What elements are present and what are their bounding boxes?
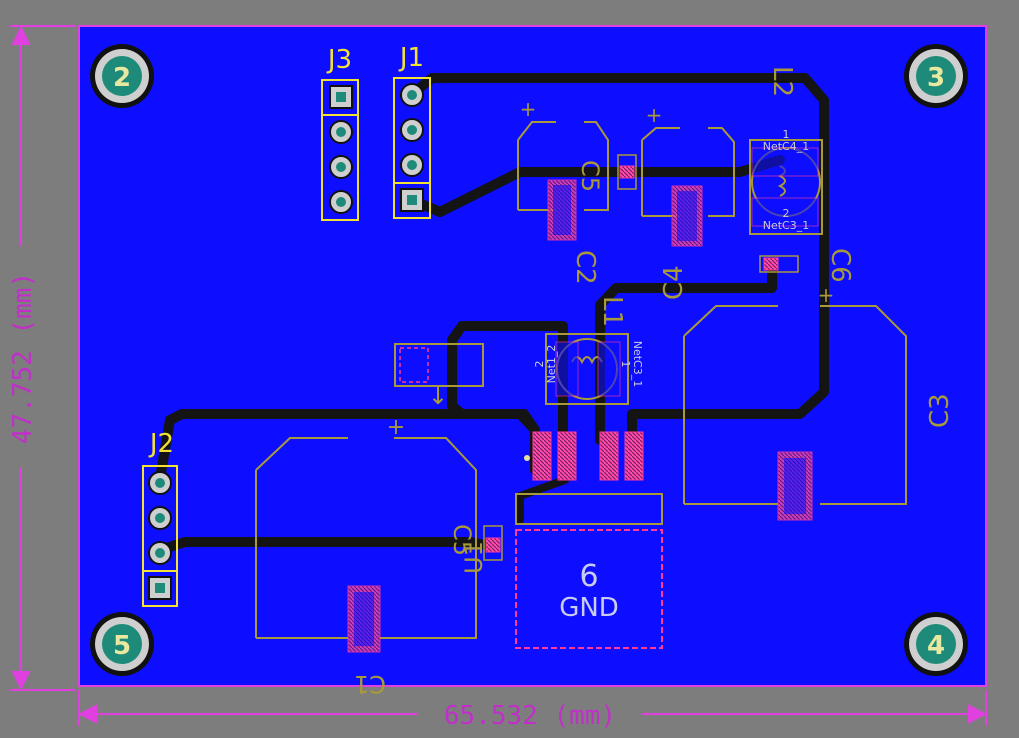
j2-designator: J2 [148,429,174,459]
l2-designator: L2 [767,66,797,97]
hole-3-label: 3 [927,63,945,93]
c2-polarity-mark: + [520,97,537,121]
j1-designator: J1 [398,43,424,73]
c4-polarity-mark: + [646,103,663,127]
dimension-horizontal: 65.532 (mm) [77,690,988,731]
mounting-hole-2: 2 [90,44,154,108]
c5-bottom-designator: C5 [448,524,476,556]
board-height-label: 47.752 (mm) [8,272,38,444]
capacitor-c6: C6 [759,248,855,283]
hole-4-label: 4 [927,631,945,661]
regulator-u1: 6 GND U1 [460,431,663,649]
hole-5-label: 5 [113,631,131,661]
capacitor-c1: + C1 [255,415,477,698]
inductor-l2: 1 NetC4_1 2 NetC3_1 L2 [749,66,823,235]
u1-gnd-pad-number: 6 [579,559,598,594]
dimension-vertical: 47.752 (mm) [8,25,75,691]
u1-gnd-pad-name: GND [559,593,619,623]
l2-pin1-number: 1 [783,128,790,141]
j3-designator: J3 [326,45,352,75]
l1-designator: L1 [597,296,627,327]
capacitor-c4: + C4 [641,103,735,300]
mounting-hole-5: 5 [90,612,154,676]
hole-2-label: 2 [113,63,131,93]
l1-pin2-net: Net1_2 [545,345,558,384]
l1-pin1-number: 1 [619,361,632,368]
capacitor-c5-bottom: C5 [448,524,503,561]
c3-designator: C3 [925,393,955,428]
trace-j1-top [407,73,829,445]
inductor-l1: 2 Net1_2 1 NetC3_1 L1 [533,296,644,405]
c2-designator: C2 [570,250,600,285]
capacitor-c5-top: C5 [576,154,637,192]
connector-j1: J1 [393,43,431,219]
l1-pin2-number: 2 [533,361,546,368]
c4-designator: C4 [659,265,689,300]
capacitor-c2: + C2 [517,97,609,285]
c3-polarity-mark: + [818,283,835,307]
connector-j3: J3 [321,45,359,221]
c5-top-designator: C5 [576,160,604,192]
l2-pin1-net: NetC4_1 [763,140,810,153]
c1-polarity-mark: + [387,415,405,440]
board-outline [78,25,987,687]
connector-j2: J2 [142,429,178,607]
mounting-hole-4: 4 [904,612,968,676]
l2-pin2-number: 2 [783,207,790,220]
board-width-label: 65.532 (mm) [444,701,616,731]
l2-pin2-net: NetC3_1 [763,219,810,232]
footprint-left-of-l1: ↓ [394,343,484,410]
l1-pin1-net: NetC3_1 [631,341,644,388]
diode-marker: ↓ [428,382,448,410]
capacitor-c3: + C3 [683,283,955,521]
c1-designator: C1 [354,670,386,698]
trace-j2-bottom [155,537,495,555]
c6-designator: C6 [825,248,855,283]
mounting-hole-3: 3 [904,44,968,108]
